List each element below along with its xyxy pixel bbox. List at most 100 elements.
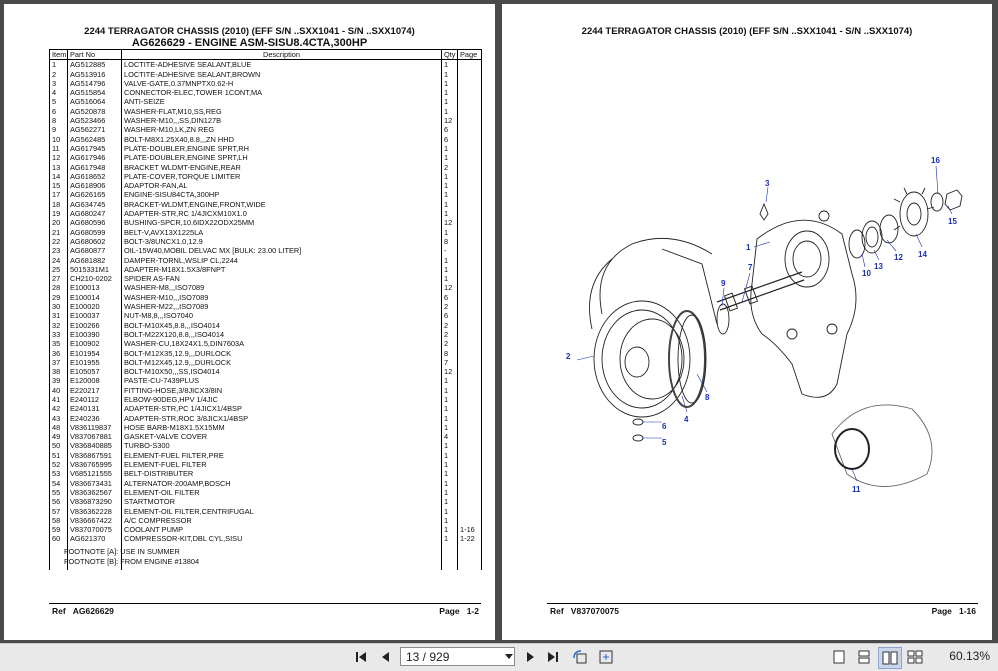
description-cell: BOLT-M10X45,8.8,,,ISO4014 bbox=[121, 320, 442, 330]
facing-button[interactable] bbox=[905, 647, 925, 667]
part-no-cell: AG516064 bbox=[67, 97, 122, 107]
page-cell bbox=[457, 171, 482, 182]
item-cell: 20 bbox=[49, 218, 68, 228]
item-cell: 9 bbox=[49, 125, 68, 135]
item-cell: 23 bbox=[49, 246, 68, 256]
zoom-level[interactable]: 60.13% bbox=[949, 649, 990, 663]
description-cell: BELT-V,AVX13X1225LA bbox=[121, 227, 442, 237]
page-cell bbox=[457, 339, 482, 349]
empty-cell bbox=[67, 543, 122, 570]
description-cell: ADAPTER-STR,ROC 3/8JICX1/4BSP bbox=[121, 413, 442, 423]
part-no-cell: AG617948 bbox=[67, 162, 122, 172]
page-cell bbox=[457, 376, 482, 386]
part-no-cell: AG515854 bbox=[67, 88, 122, 98]
page-cell bbox=[457, 357, 482, 368]
item-cell: 30 bbox=[49, 302, 68, 312]
qty-cell: 1 bbox=[441, 497, 458, 507]
part-no-cell: V836667422 bbox=[67, 515, 122, 526]
description-cell: ELEMENT-OIL FILTER,CENTRIFUGAL bbox=[121, 506, 442, 516]
item-cell: 41 bbox=[49, 394, 68, 405]
page-cell bbox=[457, 125, 482, 135]
fit-button[interactable] bbox=[596, 647, 616, 667]
part-no-cell: E120008 bbox=[67, 376, 122, 386]
description-cell: ADAPTER-M18X1.5X3/8FNPT bbox=[121, 264, 442, 275]
description-cell: COOLANT PUMP bbox=[121, 525, 442, 535]
qty-cell: 1 bbox=[441, 264, 458, 275]
item-cell: 36 bbox=[49, 348, 68, 358]
description-cell: WASHER-CU,18X24X1.5,DIN7603A bbox=[121, 339, 442, 349]
callout-4: 4 bbox=[684, 415, 689, 424]
page-cell bbox=[457, 450, 482, 461]
prev-page-button[interactable] bbox=[376, 647, 394, 667]
qty-cell: 1 bbox=[441, 153, 458, 163]
qty-cell: 1 bbox=[441, 404, 458, 414]
page-cell: 1-22 bbox=[457, 534, 482, 544]
item-cell: 39 bbox=[49, 376, 68, 386]
qty-cell: 1 bbox=[441, 441, 458, 451]
description-cell: STARTMOTOR bbox=[121, 497, 442, 507]
part-no-cell: E240131 bbox=[67, 404, 122, 414]
qty-cell: 1 bbox=[441, 78, 458, 89]
description-cell: WASHER-M22,,,ISO7089 bbox=[121, 302, 442, 312]
page-dropdown-button[interactable] bbox=[503, 647, 515, 667]
qty-cell: 8 bbox=[441, 348, 458, 358]
single-page-button[interactable] bbox=[830, 647, 848, 667]
page-number-input[interactable]: 13 / 929 bbox=[400, 647, 515, 666]
page-cell: 1-16 bbox=[457, 525, 482, 535]
callout-16: 16 bbox=[931, 156, 940, 165]
footer-divider-right bbox=[547, 603, 978, 604]
page-cell bbox=[457, 153, 482, 163]
description-cell: ELEMENT-OIL FILTER bbox=[121, 487, 442, 498]
qty-cell: 1 bbox=[441, 181, 458, 191]
column-header: Qty bbox=[441, 48, 458, 61]
part-no-cell: AG520878 bbox=[67, 106, 122, 117]
item-cell: 14 bbox=[49, 171, 68, 182]
description-cell: BOLT-M12X45,12.9,,,DURLOCK bbox=[121, 357, 442, 368]
description-cell: BUSHING-SPCR,10.6IDX22ODX25MM bbox=[121, 218, 442, 228]
description-cell: FITTING-HOSE,3/8JICX3/8IN bbox=[121, 385, 442, 395]
description-cell: VALVE-GATE,0.37MNPTX0.62-H bbox=[121, 78, 442, 89]
part-no-cell: V836840885 bbox=[67, 441, 122, 451]
page-label: Page bbox=[931, 606, 952, 616]
first-page-icon bbox=[356, 652, 366, 662]
left-page: 2244 TERRAGATOR CHASSIS (2010) (EFF S/N … bbox=[4, 4, 495, 640]
scroll-button[interactable] bbox=[855, 647, 873, 667]
last-page-button[interactable] bbox=[544, 647, 562, 667]
page-cell bbox=[457, 394, 482, 405]
qty-cell: 1 bbox=[441, 97, 458, 107]
first-page-button[interactable] bbox=[352, 647, 370, 667]
two-page-button[interactable] bbox=[878, 647, 902, 669]
ref-value: V837070075 bbox=[570, 606, 620, 616]
next-page-button[interactable] bbox=[522, 647, 540, 667]
description-cell: LOCTITE-ADHESIVE SEALANT,BLUE bbox=[121, 59, 442, 70]
two-page-icon bbox=[882, 651, 898, 665]
qty-cell: 2 bbox=[441, 329, 458, 340]
qty-cell: 6 bbox=[441, 292, 458, 303]
rotate-button[interactable] bbox=[570, 647, 590, 667]
part-no-cell: AG617946 bbox=[67, 153, 122, 163]
part-no-cell: AG634745 bbox=[67, 199, 122, 210]
item-cell: 6 bbox=[49, 106, 68, 117]
part-no-cell: V836673431 bbox=[67, 478, 122, 488]
page-cell bbox=[457, 246, 482, 256]
footnote-a: FOOTNOTE [A]: USE IN SUMMER bbox=[64, 547, 180, 556]
description-cell: PASTE-CU-7439PLUS bbox=[121, 376, 442, 386]
page-cell bbox=[457, 367, 482, 377]
description-cell: LOCTITE-ADHESIVE SEALANT,BROWN bbox=[121, 69, 442, 79]
footnotes: FOOTNOTE [A]: USE IN SUMMER FOOTNOTE [B]… bbox=[64, 547, 199, 566]
coolant-pump-diagram: 1 2 3 4 5 6 7 8 9 10 11 12 13 14 15 16 bbox=[566, 156, 963, 494]
description-cell: BRACKET WLDMT-ENGINE,REAR bbox=[121, 162, 442, 172]
page-cell bbox=[457, 227, 482, 237]
column-header: Part No bbox=[67, 48, 122, 61]
part-no-cell: E100037 bbox=[67, 311, 122, 321]
o-ring bbox=[834, 428, 870, 470]
callout-15: 15 bbox=[948, 217, 957, 226]
